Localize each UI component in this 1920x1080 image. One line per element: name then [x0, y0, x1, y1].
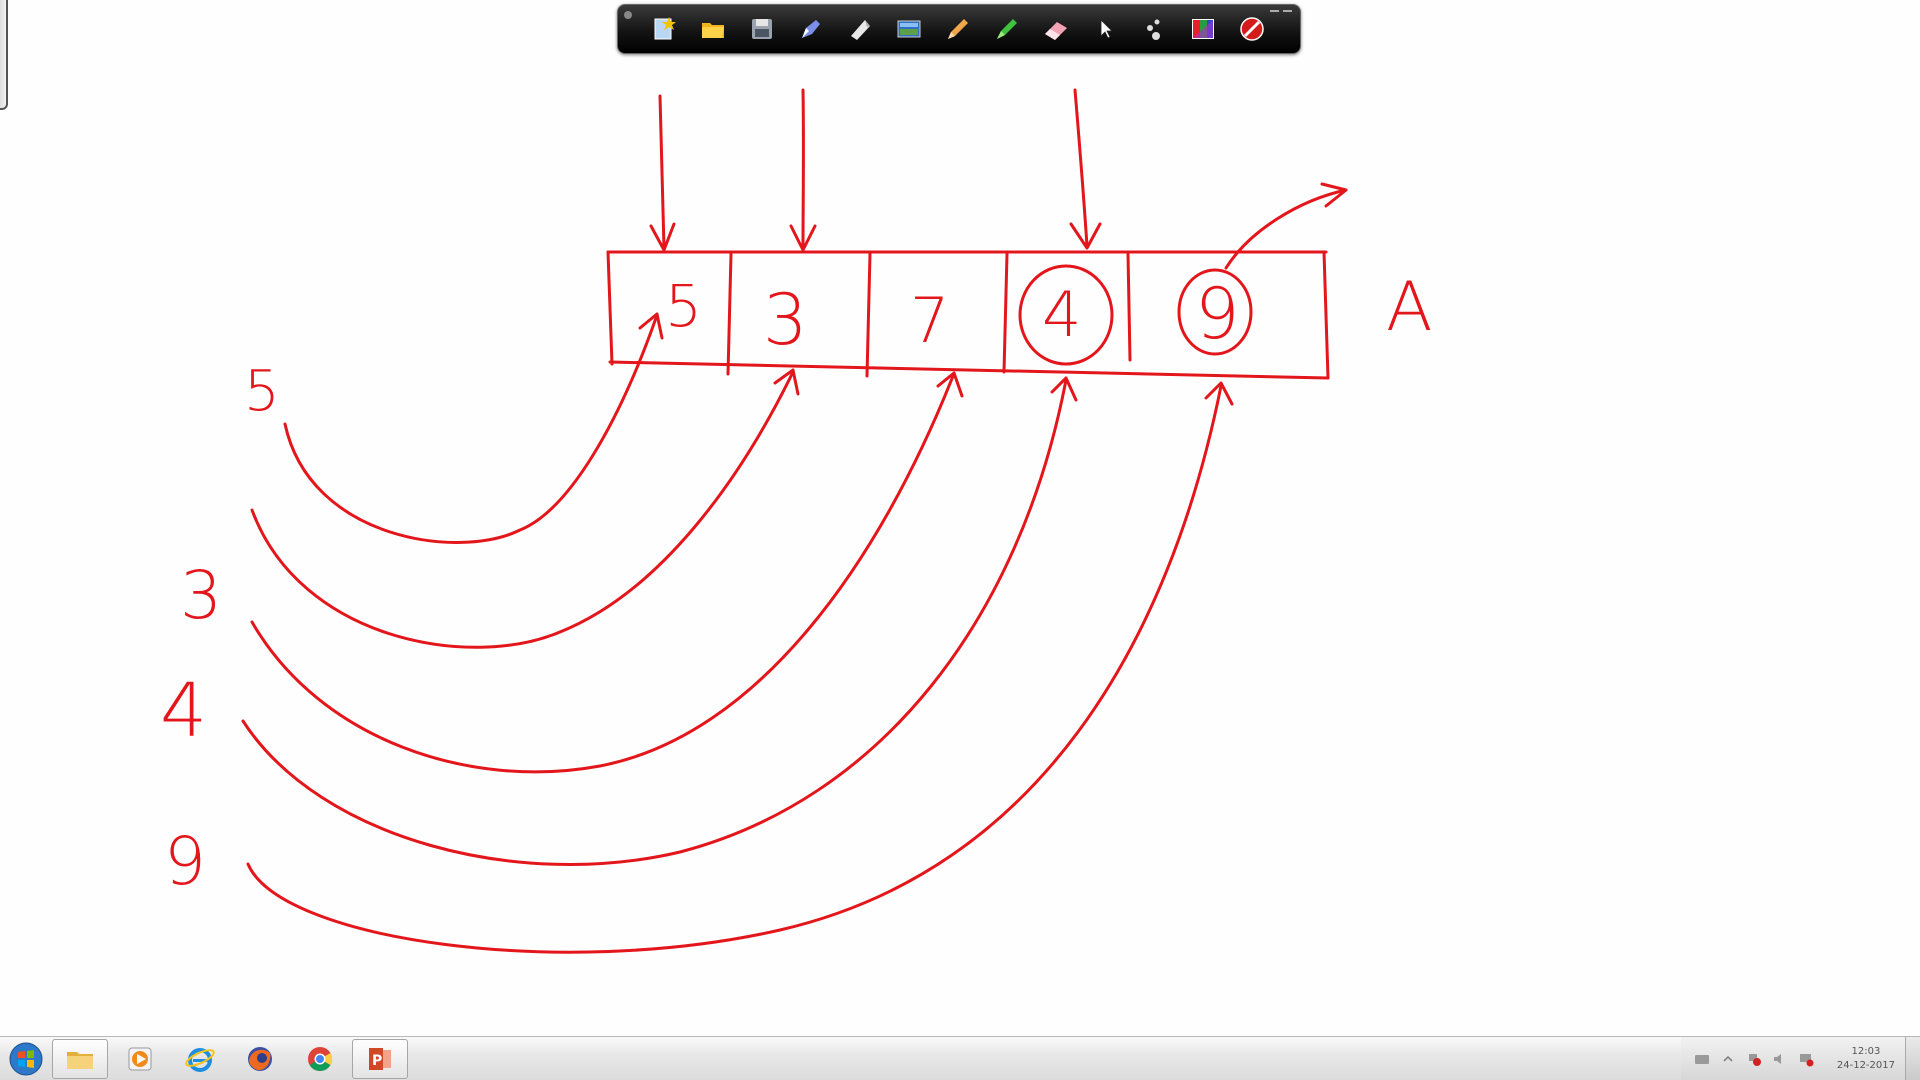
tray-clock[interactable]: 12:03 24-12-2017	[1837, 1045, 1895, 1073]
taskbar-app-powerpoint[interactable]: P	[352, 1038, 408, 1079]
curve-arrow-2	[250, 368, 800, 649]
close-icon[interactable]	[1283, 10, 1292, 18]
curve-arrow-3	[250, 371, 964, 774]
show-desktop-button[interactable]	[1905, 1037, 1920, 1080]
tray-show-hidden[interactable]	[1719, 1050, 1737, 1068]
screen-icon	[897, 20, 921, 38]
taskbar-app-internet-explorer[interactable]	[172, 1039, 228, 1079]
tray-action-center[interactable]	[1745, 1050, 1763, 1068]
page-button[interactable]	[842, 11, 878, 47]
svg-text:P: P	[372, 1053, 382, 1069]
taskbar: P	[0, 1036, 1920, 1080]
media-player-icon	[128, 1047, 152, 1070]
circle-mark-4	[1018, 264, 1114, 366]
cell-value-2: 7	[910, 284, 949, 357]
input-value-2: 4	[160, 668, 207, 754]
chevron-up-icon	[1723, 1055, 1733, 1062]
color-button[interactable]	[1185, 11, 1221, 47]
background-window-edge[interactable]	[0, 0, 8, 110]
ink-toolbar	[617, 4, 1301, 54]
windows-orb-icon	[9, 1042, 43, 1075]
dots-icon	[1147, 19, 1160, 40]
new-page-button[interactable]	[646, 11, 682, 47]
highlighter-icon	[997, 19, 1017, 39]
cell-value-4: 9	[1195, 273, 1240, 355]
taskbar-app-file-explorer[interactable]	[52, 1038, 108, 1079]
curve-arrow-5	[246, 381, 1234, 954]
pointer-button[interactable]	[1087, 11, 1123, 47]
down-arrow-2	[789, 88, 817, 252]
minimize-icon[interactable]	[1270, 10, 1279, 18]
pointer-icon	[1100, 19, 1113, 39]
save-button[interactable]	[744, 11, 780, 47]
toolbar-window-controls	[1270, 10, 1292, 18]
input-value-3: 9	[164, 823, 206, 900]
floppy-icon	[752, 19, 772, 39]
tray-network[interactable]	[1797, 1050, 1815, 1068]
tray-volume[interactable]	[1771, 1050, 1789, 1068]
cell-value-3: 4	[1042, 278, 1081, 351]
eraser-button[interactable]	[1038, 11, 1074, 47]
close-toolbar-button[interactable]	[1234, 11, 1270, 47]
network-icon	[1799, 1054, 1814, 1067]
screen-capture-button[interactable]	[891, 11, 927, 47]
curve-arrow-1	[283, 312, 664, 544]
highlighter-button[interactable]	[989, 11, 1025, 47]
firefox-icon	[248, 1046, 272, 1071]
flag-icon	[1748, 1054, 1761, 1066]
clock-time: 12:03	[1851, 1046, 1881, 1057]
circle-mark-9	[1177, 268, 1253, 356]
cell-value-0: 5	[665, 272, 702, 340]
input-value-1: 3	[180, 557, 222, 634]
cell-value-1: 3	[763, 279, 808, 361]
ink-drawing: 5 3 7 4 9 A 5 3 4 9	[160, 88, 1433, 954]
eraser-icon	[1045, 22, 1067, 40]
ie-icon	[185, 1047, 215, 1072]
speaker-icon	[1773, 1054, 1781, 1064]
pencil-icon	[948, 19, 968, 39]
keyboard-icon	[1694, 1055, 1709, 1064]
color-palette-icon	[1192, 19, 1214, 39]
output-arrow	[1224, 182, 1348, 270]
powerpoint-icon: P	[369, 1047, 391, 1070]
array-box	[606, 250, 1330, 380]
array-label: A	[1386, 268, 1433, 347]
line-width-button[interactable]	[1136, 11, 1172, 47]
page-icon	[851, 20, 870, 40]
pen-button[interactable]	[793, 11, 829, 47]
taskbar-app-media-player[interactable]	[112, 1039, 168, 1079]
folder-icon	[67, 1051, 93, 1069]
toolbar-grip-icon[interactable]	[624, 11, 632, 19]
tray-keyboard[interactable]	[1693, 1050, 1711, 1068]
open-button[interactable]	[695, 11, 731, 47]
star-page-icon	[654, 17, 676, 40]
no-icon	[1240, 17, 1264, 41]
down-arrow-1	[649, 94, 676, 252]
chrome-icon	[308, 1046, 333, 1071]
folder-icon	[702, 23, 724, 38]
start-button[interactable]	[4, 1039, 48, 1079]
curve-arrow-4	[241, 376, 1078, 867]
taskbar-app-chrome[interactable]	[292, 1039, 348, 1079]
taskbar-app-firefox[interactable]	[232, 1039, 288, 1079]
pencil-button[interactable]	[940, 11, 976, 47]
down-arrow-3	[1069, 88, 1102, 250]
clock-date: 24-12-2017	[1836, 1060, 1895, 1071]
pen-icon	[802, 20, 820, 38]
input-value-0: 5	[244, 359, 280, 424]
whiteboard-canvas[interactable]: 5 3 7 4 9 A 5 3 4 9	[0, 56, 1920, 1036]
system-tray: 12:03 24-12-2017	[1680, 1037, 1920, 1080]
